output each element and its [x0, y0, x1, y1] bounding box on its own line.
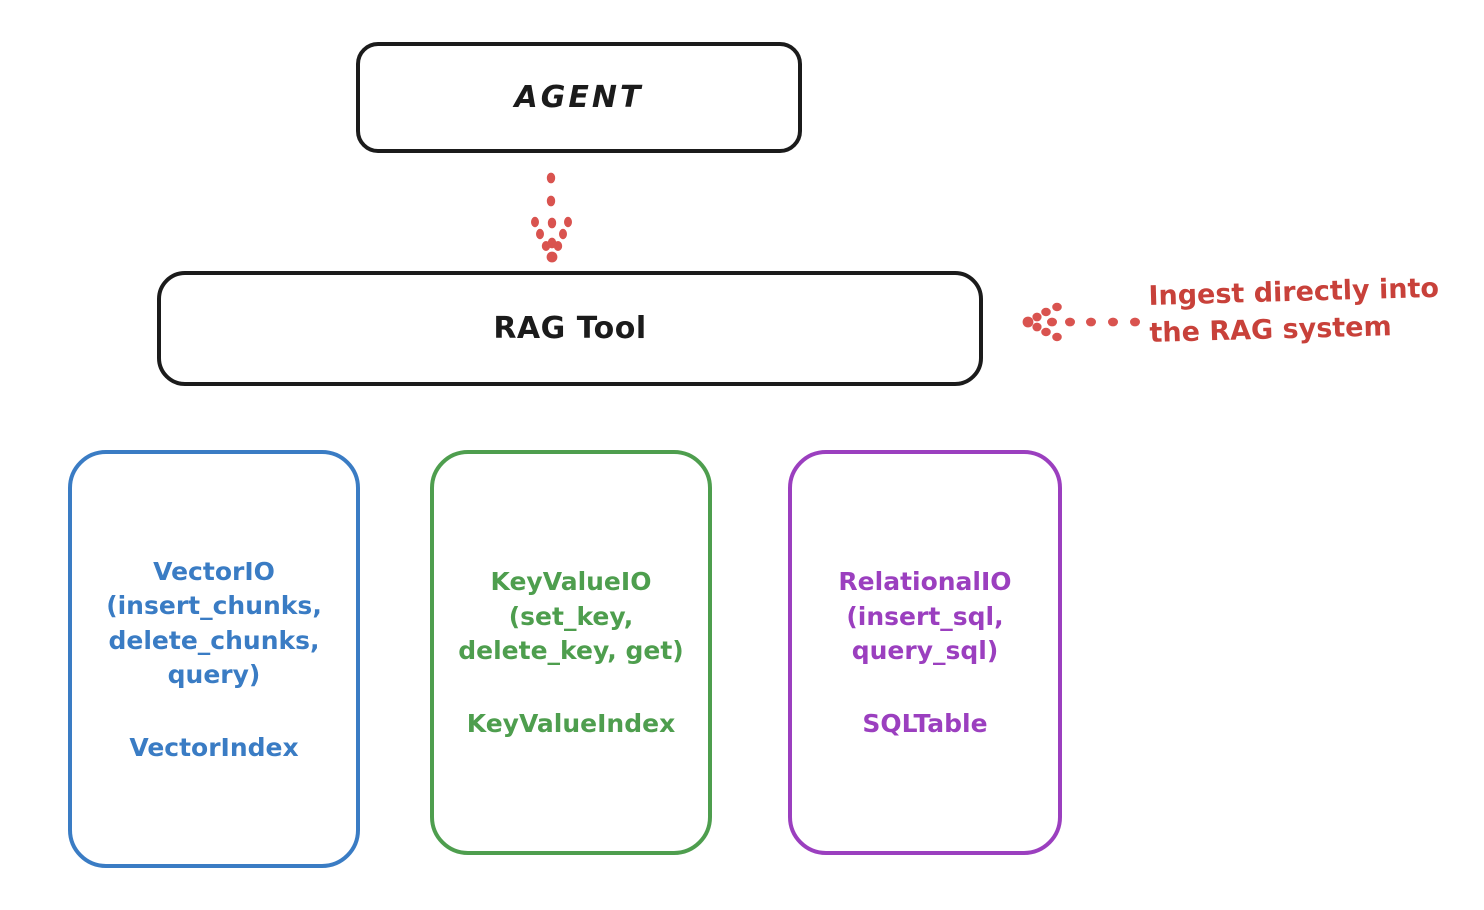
vector-io-api-label: VectorIO (insert_chunks, delete_chunks, … — [106, 556, 322, 690]
ingest-annotation-text: Ingest directly into the RAG system — [1148, 272, 1440, 349]
vector-io-node[interactable]: VectorIO (insert_chunks, delete_chunks, … — [68, 450, 360, 868]
agent-node-label: AGENT — [514, 79, 644, 115]
relational-io-api-label: RelationalIO (insert_sql, query_sql) — [838, 567, 1012, 666]
key-value-io-content: KeyValueIO (set_key, delete_key, get) Ke… — [458, 565, 683, 740]
rag-tool-node-label: RAG Tool — [493, 310, 647, 346]
agent-node[interactable]: AGENT — [356, 42, 802, 153]
vector-io-index-label: VectorIndex — [129, 732, 299, 762]
relational-io-node[interactable]: RelationalIO (insert_sql, query_sql) SQL… — [788, 450, 1062, 855]
rag-tool-node[interactable]: RAG Tool — [157, 271, 983, 386]
agent-to-rag-tool-arrow-icon — [531, 172, 572, 263]
key-value-io-index-label: KeyValueIndex — [466, 708, 676, 738]
relational-io-index-label: SQLTable — [862, 708, 988, 738]
vector-io-content: VectorIO (insert_chunks, delete_chunks, … — [106, 555, 322, 764]
relational-io-content: RelationalIO (insert_sql, query_sql) SQL… — [838, 565, 1011, 740]
key-value-io-node[interactable]: KeyValueIO (set_key, delete_key, get) Ke… — [430, 450, 712, 855]
key-value-io-api-label: KeyValueIO (set_key, delete_key, get) — [458, 567, 684, 666]
ingest-arrow-icon — [1022, 302, 1140, 342]
